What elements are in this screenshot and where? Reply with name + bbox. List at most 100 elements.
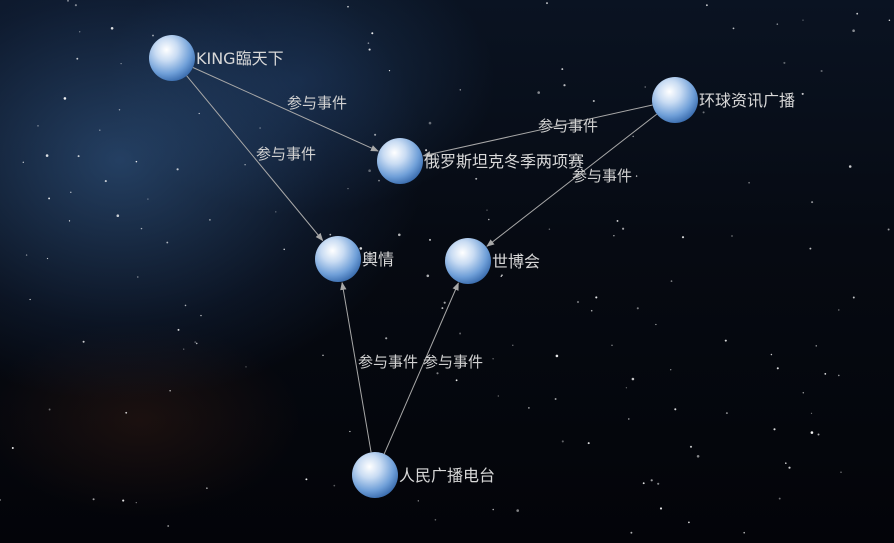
star	[428, 121, 432, 125]
edge-renmin-yuqing	[340, 281, 372, 453]
star	[48, 197, 51, 200]
node-sphere[interactable]	[652, 77, 698, 123]
star	[725, 412, 728, 415]
star	[732, 27, 735, 30]
star	[459, 89, 462, 91]
star	[492, 358, 494, 360]
star	[630, 531, 633, 534]
star	[443, 301, 446, 304]
star	[184, 304, 187, 307]
star	[367, 42, 370, 44]
star	[378, 179, 380, 182]
star	[788, 466, 791, 469]
star	[773, 428, 776, 431]
node-yuqing[interactable]: 輿情	[315, 236, 394, 282]
star	[852, 29, 855, 32]
star	[563, 84, 566, 87]
star	[209, 219, 211, 221]
star	[177, 328, 180, 331]
star	[37, 125, 39, 127]
node-sphere[interactable]	[377, 138, 423, 184]
star	[731, 235, 733, 237]
star	[70, 191, 72, 193]
star	[776, 23, 779, 25]
star	[110, 27, 114, 30]
node-label: 世博会	[492, 252, 540, 271]
star	[76, 57, 79, 60]
edge-label: 参与事件	[256, 145, 316, 163]
node-label: KING臨天下	[196, 49, 284, 68]
star	[512, 344, 514, 346]
node-sphere[interactable]	[445, 238, 491, 284]
star	[492, 508, 494, 511]
edge-huanqiu-russia	[422, 104, 653, 158]
star	[631, 377, 635, 381]
star	[743, 531, 745, 534]
edge-label: 参与事件	[423, 353, 483, 371]
star	[811, 201, 814, 204]
star	[548, 228, 551, 231]
star	[500, 275, 502, 277]
star	[595, 296, 598, 299]
star	[368, 169, 371, 172]
node-huanqiu[interactable]: 环球资讯广播	[652, 77, 795, 123]
star	[674, 408, 677, 411]
star	[696, 455, 700, 458]
star	[29, 298, 31, 301]
star	[275, 211, 277, 213]
star	[622, 227, 625, 230]
star	[516, 509, 519, 512]
star	[628, 418, 630, 420]
star	[183, 348, 185, 350]
star	[349, 430, 351, 433]
star	[724, 339, 727, 342]
edge-label: 参与事件	[538, 117, 598, 135]
star	[116, 214, 120, 217]
star	[778, 497, 781, 500]
star	[46, 257, 49, 260]
star	[436, 372, 439, 375]
star	[22, 161, 24, 163]
star	[11, 447, 14, 449]
node-sphere[interactable]	[352, 452, 398, 498]
star	[347, 5, 349, 8]
star	[68, 220, 71, 222]
star	[125, 411, 128, 414]
star	[802, 392, 805, 394]
star	[546, 2, 548, 5]
star	[45, 154, 49, 157]
node-label: 俄罗斯坦克冬季两项赛	[424, 152, 584, 171]
node-label: 人民广播电台	[399, 466, 495, 485]
star	[810, 412, 813, 414]
star	[705, 4, 708, 7]
star	[200, 314, 202, 317]
star	[322, 354, 324, 357]
star	[48, 408, 51, 411]
star	[455, 379, 458, 382]
node-expo[interactable]: 世博会	[445, 238, 540, 284]
star	[497, 395, 499, 397]
star	[592, 99, 595, 103]
star	[244, 164, 246, 166]
edge-label: 参与事件	[287, 94, 347, 112]
node-sphere[interactable]	[149, 35, 195, 81]
star	[785, 462, 787, 464]
edge-king-yuqing	[186, 75, 324, 242]
node-renmin[interactable]: 人民广播电台	[352, 452, 495, 498]
star	[650, 479, 653, 482]
node-label: 輿情	[362, 250, 394, 269]
node-king[interactable]: KING臨天下	[149, 35, 284, 81]
node-label: 环球资讯广播	[699, 91, 795, 110]
star	[670, 369, 672, 371]
star	[206, 487, 208, 489]
star	[329, 233, 332, 236]
star	[689, 445, 693, 448]
node-sphere[interactable]	[315, 236, 361, 282]
star	[887, 228, 890, 231]
star	[417, 500, 419, 502]
node-russia[interactable]: 俄罗斯坦克冬季两项赛	[377, 138, 584, 184]
edge-huanqiu-expo	[486, 113, 658, 247]
star	[644, 86, 646, 88]
